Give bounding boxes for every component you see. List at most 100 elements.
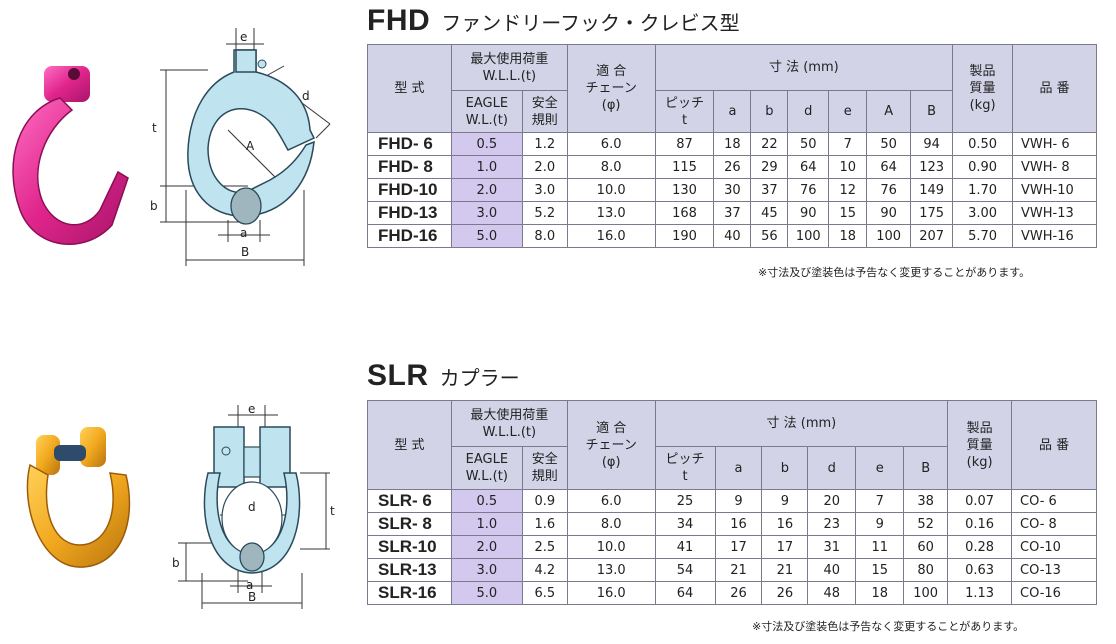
fhd-cell-a: 18 <box>713 132 752 156</box>
fhd-cell-chain: 10.0 <box>566 178 656 202</box>
fhd-cell-eagle: 5.0 <box>450 224 523 248</box>
fhd-cell-weight: 5.70 <box>952 224 1014 248</box>
fhd-cell-b: 37 <box>750 178 789 202</box>
slr-cell-d: 20 <box>807 489 857 513</box>
slr-cell-weight: 0.16 <box>947 512 1013 536</box>
slr-th-b: b <box>761 446 809 490</box>
slr-cell-weight: 0.07 <box>947 489 1013 513</box>
slr-cell-part: CO-16 <box>1011 581 1097 605</box>
slr-cell-chain: 6.0 <box>566 489 656 513</box>
slr-cell-b: 21 <box>761 558 809 582</box>
slr-cell-t: 54 <box>654 558 716 582</box>
slr-cell-part: CO- 6 <box>1011 489 1097 513</box>
slr-cell-b: 60 <box>903 535 949 559</box>
fhd-th-safety: 安全規則 <box>521 90 568 133</box>
fhd-cell-safety: 2.0 <box>521 155 568 179</box>
fhd-cell-e: 7 <box>828 132 868 156</box>
fhd-cell-eagle: 3.0 <box>450 201 523 225</box>
fhd-cell-model: FHD-13 <box>367 201 452 225</box>
slr-cell-e: 7 <box>855 489 905 513</box>
slr-cell-b: 16 <box>761 512 809 536</box>
fhd-cell-t: 168 <box>654 201 715 225</box>
fhd-cell-weight: 0.50 <box>952 132 1014 156</box>
slr-cell-eagle: 3.0 <box>450 558 523 582</box>
fhd-th-b: b <box>750 90 789 133</box>
fhd-cell-safety: 5.2 <box>521 201 568 225</box>
fhd-cell-a: 26 <box>713 155 752 179</box>
slr-cell-eagle: 1.0 <box>450 512 523 536</box>
slr-cell-d: 23 <box>807 512 857 536</box>
fhd-cell-b: 45 <box>750 201 789 225</box>
slr-cell-model: SLR- 6 <box>367 489 452 513</box>
fhd-cell-b: 56 <box>750 224 789 248</box>
fhd-cell-b: 123 <box>910 155 954 179</box>
fhd-th-d: d <box>787 90 830 133</box>
slr-cell-a: 26 <box>714 581 763 605</box>
fhd-label-a: a <box>240 226 247 240</box>
slr-cell-b: 17 <box>761 535 809 559</box>
slr-cell-model: SLR-16 <box>367 581 452 605</box>
slr-cell-a: 21 <box>714 558 763 582</box>
slr-th-weight: 製品質量(kg) <box>947 400 1013 490</box>
fhd-cell-weight: 3.00 <box>952 201 1014 225</box>
fhd-th-weight: 製品質量(kg) <box>952 44 1014 133</box>
slr-cell-e: 15 <box>855 558 905 582</box>
slr-cell-chain: 13.0 <box>566 558 656 582</box>
fhd-label-d: d <box>302 89 310 103</box>
slr-cell-weight: 0.63 <box>947 558 1013 582</box>
fhd-cell-d: 90 <box>787 201 830 225</box>
fhd-hook-photo <box>12 66 129 246</box>
slr-cell-eagle: 0.5 <box>450 489 523 513</box>
slr-coupler-photo <box>26 427 131 568</box>
slr-cell-safety: 0.9 <box>521 489 568 513</box>
fhd-cell-weight: 1.70 <box>952 178 1014 202</box>
fhd-cell-part: VWH- 6 <box>1012 132 1097 156</box>
slr-cell-b: 52 <box>903 512 949 536</box>
fhd-cell-t: 130 <box>654 178 715 202</box>
slr-cell-weight: 0.28 <box>947 535 1013 559</box>
slr-label-B: B <box>248 590 256 604</box>
slr-cell-d: 40 <box>807 558 857 582</box>
slr-cell-eagle: 5.0 <box>450 581 523 605</box>
fhd-cell-part: VWH-10 <box>1012 178 1097 202</box>
fhd-label-b: b <box>150 199 158 213</box>
fhd-cell-d: 76 <box>787 178 830 202</box>
fhd-section: e t d A b a B FHD ファンドリーフック・クレビス型 型 式 最大… <box>0 0 1116 300</box>
slr-cell-t: 64 <box>654 581 716 605</box>
fhd-label-e: e <box>240 30 247 44</box>
fhd-cell-e: 18 <box>828 224 868 248</box>
fhd-th-dims: 寸 法 (mm) <box>654 44 954 91</box>
slr-cell-b: 100 <box>903 581 949 605</box>
fhd-cell-d: 50 <box>787 132 830 156</box>
fhd-cell-b: 175 <box>910 201 954 225</box>
slr-cell-e: 9 <box>855 512 905 536</box>
fhd-th-a: a <box>713 90 752 133</box>
slr-cell-safety: 6.5 <box>521 581 568 605</box>
slr-th-d: d <box>807 446 857 490</box>
slr-cell-b: 9 <box>761 489 809 513</box>
slr-note: ※寸法及び塗装色は予告なく変更することがあります。 <box>752 620 1025 633</box>
slr-cell-model: SLR-13 <box>367 558 452 582</box>
fhd-cell-weight: 0.90 <box>952 155 1014 179</box>
slr-code: SLR <box>367 359 429 392</box>
slr-cell-e: 18 <box>855 581 905 605</box>
fhd-cell-t: 190 <box>654 224 715 248</box>
fhd-cell-part: VWH- 8 <box>1012 155 1097 179</box>
fhd-cell-chain: 6.0 <box>566 132 656 156</box>
fhd-cell-a: 100 <box>866 224 912 248</box>
slr-cell-weight: 1.13 <box>947 581 1013 605</box>
fhd-cell-part: VWH-16 <box>1012 224 1097 248</box>
slr-cell-model: SLR- 8 <box>367 512 452 536</box>
slr-cell-safety: 4.2 <box>521 558 568 582</box>
slr-subtitle: カプラー <box>439 366 520 390</box>
fhd-cell-safety: 3.0 <box>521 178 568 202</box>
